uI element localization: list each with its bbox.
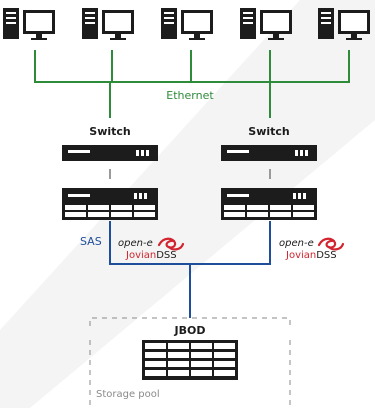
switch-right-icon bbox=[221, 145, 317, 161]
brand-left-jovian-dss: JovianDSS bbox=[125, 250, 177, 261]
storage-pool-label: Storage pool bbox=[96, 389, 160, 400]
server-left-icon bbox=[62, 188, 158, 220]
client-computer-icon bbox=[161, 8, 213, 40]
client-computer-icon bbox=[82, 8, 134, 40]
open-e-logo-right: open-e JovianDSS bbox=[279, 237, 345, 261]
switch-left-icon bbox=[62, 145, 158, 161]
jbod-icon bbox=[142, 340, 238, 380]
storage-pool-frame bbox=[89, 317, 291, 408]
ethernet-lines bbox=[34, 50, 350, 118]
sas-label: SAS bbox=[80, 235, 102, 248]
ethernet-label: Ethernet bbox=[166, 89, 214, 102]
open-e-logo-left: open-e JovianDSS bbox=[118, 237, 185, 261]
brand-right-open-e: open-e bbox=[279, 238, 314, 249]
open-e-swoosh-icon bbox=[317, 237, 345, 251]
brand-left-open-e: open-e bbox=[118, 238, 153, 249]
sas-lines bbox=[109, 221, 271, 318]
jbod-label: JBOD bbox=[174, 324, 206, 337]
switch-server-links bbox=[109, 169, 271, 179]
brand-right-jovian-dss: JovianDSS bbox=[285, 250, 337, 261]
switch-right-label: Switch bbox=[248, 125, 289, 138]
server-right-icon bbox=[221, 188, 317, 220]
switch-left-label: Switch bbox=[89, 125, 130, 138]
client-computer-icon bbox=[3, 8, 55, 40]
